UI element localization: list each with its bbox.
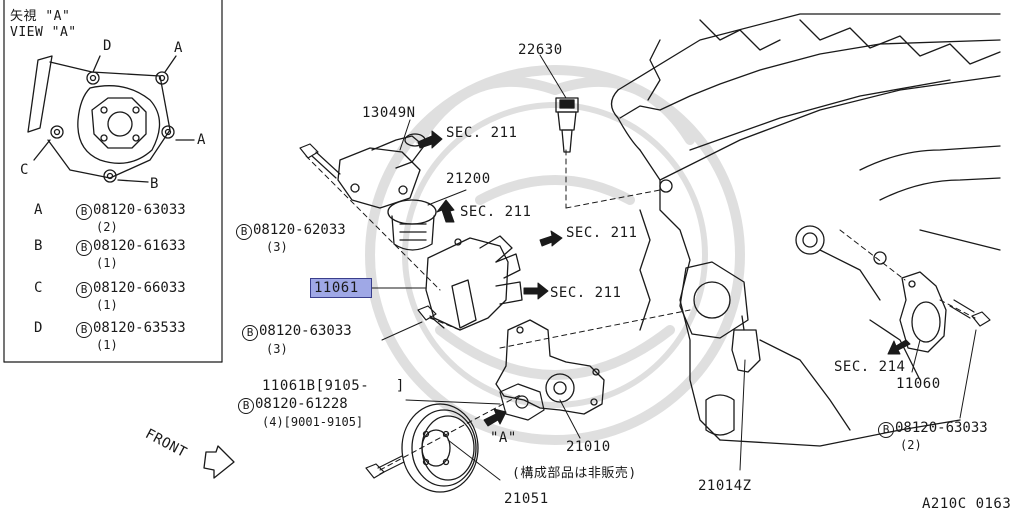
sec-ref-link[interactable]: SEC. 214 <box>834 359 906 375</box>
legend-count: (1) <box>96 256 118 270</box>
bolt-count: (3) <box>266 240 288 254</box>
block-sensor <box>731 315 761 373</box>
bolt-code: 08120-63033 <box>259 323 352 339</box>
part-21010[interactable]: 21010 <box>566 439 611 455</box>
legend-code-text: 08120-63533 <box>93 320 186 336</box>
sec-ref-link[interactable]: SEC. 211 <box>460 204 532 220</box>
bolt-count: (2) <box>900 438 922 452</box>
diagram-id: A210C 0163 <box>922 496 1012 512</box>
temp-sensor <box>555 97 579 153</box>
part-21010-note: (構成部品は非販売) <box>512 466 637 481</box>
view-a-title-en: VIEW "A" <box>10 25 77 40</box>
bolt-b-symbol: B <box>242 325 258 341</box>
bolt-count: (3) <box>266 342 288 356</box>
view-a-point-a-right: A <box>197 132 206 148</box>
water-pump <box>495 319 605 415</box>
bolt-count: (4)[9001-9105] <box>262 415 364 429</box>
sec-ref-link[interactable]: SEC. 211 <box>566 225 638 241</box>
view-a-point-d: D <box>103 38 112 54</box>
bolt-b-symbol: B <box>76 282 92 298</box>
bolt-b-symbol: B <box>76 204 92 220</box>
legend-letter: C <box>34 280 43 296</box>
view-a-pump-drawing <box>27 55 195 183</box>
water-elbow <box>899 271 947 353</box>
sec-ref-link[interactable]: SEC. 211 <box>446 125 518 141</box>
bolt-b-symbol: B <box>76 322 92 338</box>
view-a-title-jp: 矢視 "A" <box>10 9 71 24</box>
part-21051[interactable]: 21051 <box>504 491 549 507</box>
legend-code-text: 08120-61633 <box>93 238 186 254</box>
assembly-dashed-lines <box>305 149 976 471</box>
view-a-marker: "A" <box>490 430 517 446</box>
legend-letter: B <box>34 238 43 254</box>
engine-block <box>610 13 1001 447</box>
view-a-inset <box>3 0 223 363</box>
part-21014z[interactable]: 21014Z <box>698 478 752 494</box>
bolt-code: 08120-61228 <box>255 396 348 412</box>
front-arrow <box>203 445 235 479</box>
part-13049n[interactable]: 13049N <box>362 105 416 121</box>
thermostat <box>387 199 437 251</box>
view-a-point-b: B <box>150 176 159 192</box>
view-a-point-a-top: A <box>174 40 183 56</box>
legend-count: (1) <box>96 298 118 312</box>
bolt-b-symbol: B <box>236 224 252 240</box>
flow-arrows <box>417 130 911 427</box>
part-22630[interactable]: 22630 <box>518 42 563 58</box>
bolt-b-symbol: B <box>238 398 254 414</box>
legend-letter: A <box>34 202 43 218</box>
legend-letter: D <box>34 320 43 336</box>
part-11061b[interactable]: 11061B[9105- ] <box>262 378 405 394</box>
bolts <box>299 143 991 479</box>
water-inlet <box>425 235 523 331</box>
part-11061-highlight[interactable]: 11061 <box>310 278 372 298</box>
legend-code-text: 08120-66033 <box>93 280 186 296</box>
bolt-code: 08120-63033 <box>895 420 988 436</box>
legend-count: (1) <box>96 338 118 352</box>
bolt-b-symbol: B <box>76 240 92 256</box>
view-a-point-c: C <box>20 162 29 178</box>
bolt-b-symbol: B <box>878 422 894 438</box>
part-21200[interactable]: 21200 <box>446 171 491 187</box>
part-11061: 11061 <box>314 280 359 296</box>
legend-code-text: 08120-63033 <box>93 202 186 218</box>
pump-pulley <box>401 403 479 493</box>
legend-count: (2) <box>96 220 118 234</box>
pump-gasket <box>499 383 545 421</box>
sec-ref-link[interactable]: SEC. 211 <box>550 285 622 301</box>
bolt-code: 08120-62033 <box>253 222 346 238</box>
part-11060[interactable]: 11060 <box>896 376 941 392</box>
